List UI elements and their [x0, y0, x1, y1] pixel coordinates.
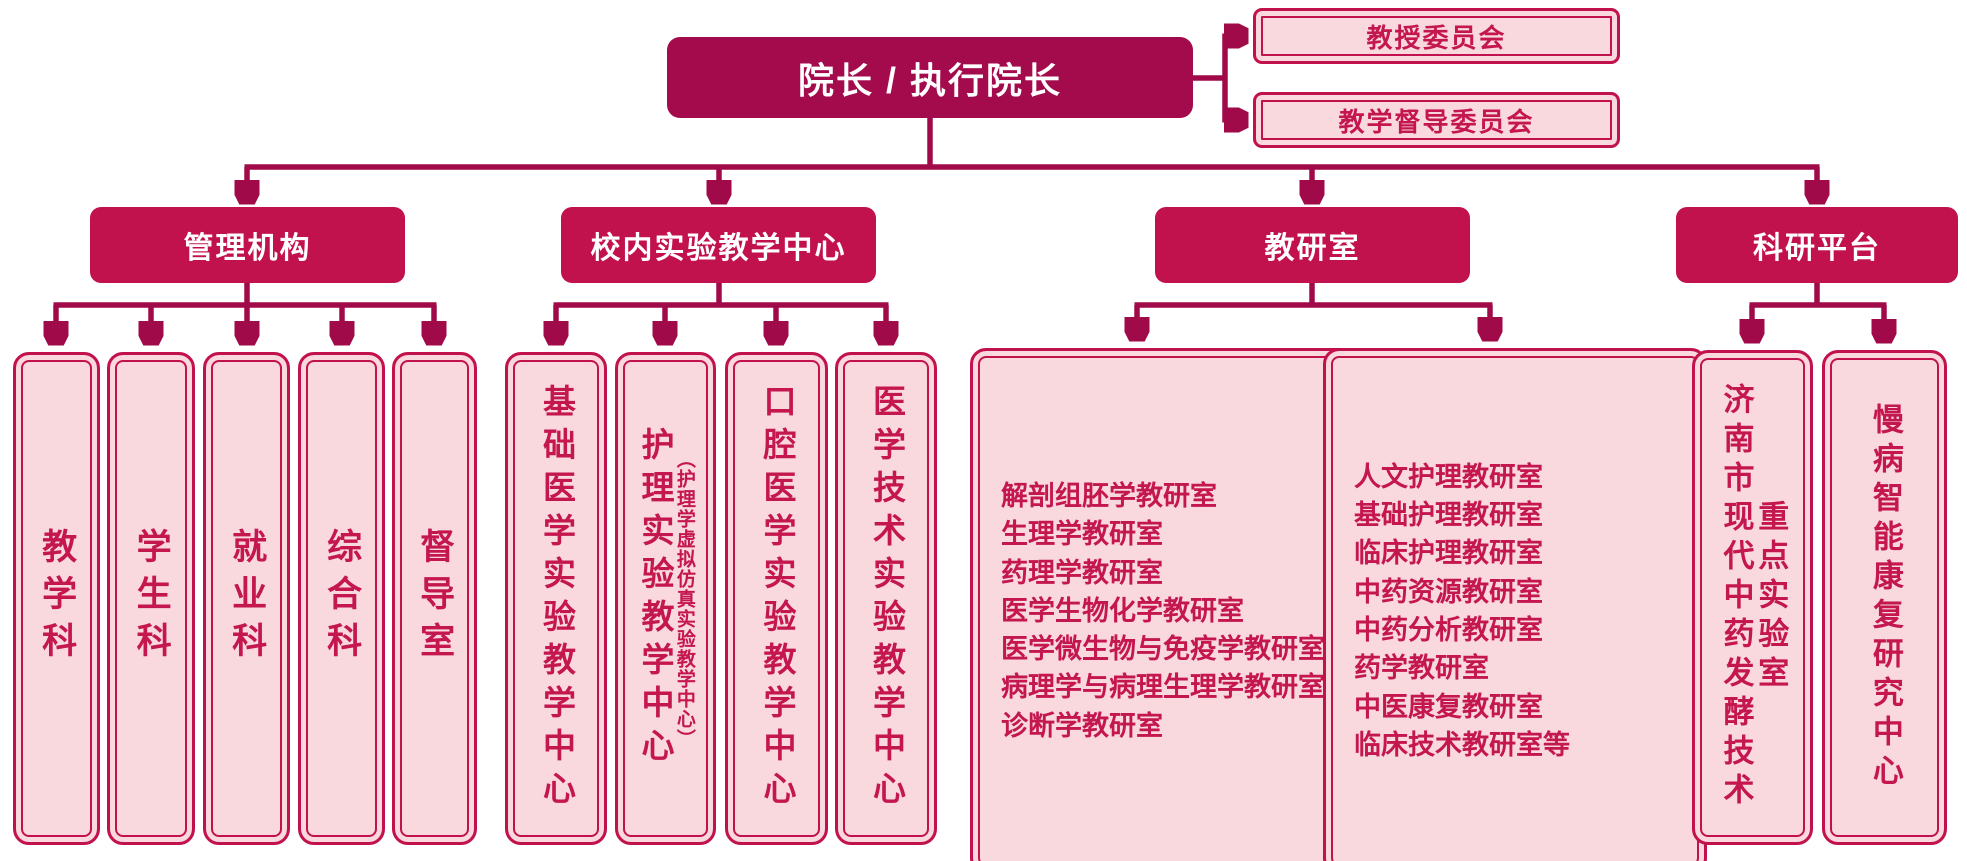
dept-box-general-section: 综合科 — [298, 352, 385, 845]
list-item: 中药分析教研室 — [1354, 615, 1543, 645]
dept-label: 济南市现代中药发酵技术 重点实验室 — [1718, 383, 1789, 812]
dept-label: 督导室 — [415, 528, 455, 669]
branch-header-research-platform: 科研平台 — [1676, 207, 1958, 283]
dept-label: 就业科 — [227, 528, 267, 669]
committee-label: 教授委员会 — [1366, 22, 1507, 53]
committee-label: 教学督导委员会 — [1338, 106, 1535, 137]
dept-box-student-section: 学生科 — [107, 352, 195, 845]
list-item: 药理学教研室 — [1001, 557, 1163, 588]
list-item: 医学微生物与免疫学教研室 — [1001, 634, 1325, 665]
dept-box-supervision-office: 督导室 — [392, 352, 477, 845]
branch-header-label: 校内实验教学中心 — [590, 232, 847, 265]
list-item: 基础护理教研室 — [1354, 500, 1543, 531]
dept-label: 基础医学实验教学中心 — [538, 383, 576, 814]
committee-box-professor: 教授委员会 — [1253, 8, 1620, 64]
list-item: 中药资源教研室 — [1354, 576, 1543, 607]
dept-box-teaching-section: 教学科 — [13, 352, 100, 845]
branch-header-teaching-research: 教研室 — [1155, 207, 1470, 283]
branch-header-label: 管理机构 — [183, 232, 312, 265]
dept-label: 学生科 — [131, 528, 171, 669]
list-item: 诊断学教研室 — [1001, 710, 1163, 741]
branch-header-admin: 管理机构 — [90, 207, 405, 283]
dept-box-chronic-disease-rehab-center: 慢病智能康复研究中心 — [1822, 350, 1947, 845]
list-item: 生理学教研室 — [1001, 519, 1163, 550]
branch-header-label: 教研室 — [1264, 232, 1361, 265]
list-item: 病理学与病理生理学教研室 — [1001, 672, 1325, 703]
dept-label: 医学技术实验教学中心 — [868, 383, 906, 814]
dept-label: 口腔医学实验教学中心 — [758, 383, 796, 814]
dept-box-basic-medicine-center: 基础医学实验教学中心 — [505, 352, 607, 845]
dept-box-jinan-tcm-fermentation-lab: 济南市现代中药发酵技术 重点实验室 — [1692, 350, 1813, 845]
list-item: 中医康复教研室 — [1354, 691, 1543, 722]
committee-box-supervision: 教学督导委员会 — [1253, 92, 1620, 148]
dept-box-nursing-center: 护理实验教学中心 （护理学虚拟仿真实验教学中心） — [615, 352, 716, 845]
dean-label: 院长 / 执行院长 — [797, 59, 1062, 101]
list-item: 人文护理教研室 — [1354, 461, 1543, 492]
dept-label: 教学科 — [37, 528, 77, 669]
list-box-nursing-pharmacy: 人文护理教研室 基础护理教研室 临床护理教研室 中药资源教研室 中药分析教研室 … — [1323, 348, 1707, 861]
list-item: 医学生物化学教研室 — [1001, 595, 1244, 626]
list-item: 解剖组胚学教研室 — [1001, 480, 1217, 511]
dept-label: 综合科 — [322, 528, 362, 669]
branch-header-lab-center: 校内实验教学中心 — [561, 207, 876, 283]
branch-header-label: 科研平台 — [1753, 232, 1881, 265]
dept-box-stomatology-center: 口腔医学实验教学中心 — [725, 352, 828, 845]
list-item: 临床技术教研室等 — [1354, 729, 1570, 760]
dept-box-medical-technology-center: 医学技术实验教学中心 — [835, 352, 937, 845]
list-box-basic-medicine: 解剖组胚学教研室 生理学教研室 药理学教研室 医学生物化学教研室 医学微生物与免… — [970, 348, 1355, 861]
dept-label: 慢病智能康复研究中心 — [1867, 402, 1903, 793]
dept-label: 护理实验教学中心 （护理学虚拟仿真实验教学中心） — [637, 426, 695, 771]
dept-box-employment-section: 就业科 — [203, 352, 290, 845]
dean-box: 院长 / 执行院长 — [667, 37, 1193, 118]
list-item: 药学教研室 — [1354, 653, 1489, 684]
list-item: 临床护理教研室 — [1354, 538, 1543, 569]
